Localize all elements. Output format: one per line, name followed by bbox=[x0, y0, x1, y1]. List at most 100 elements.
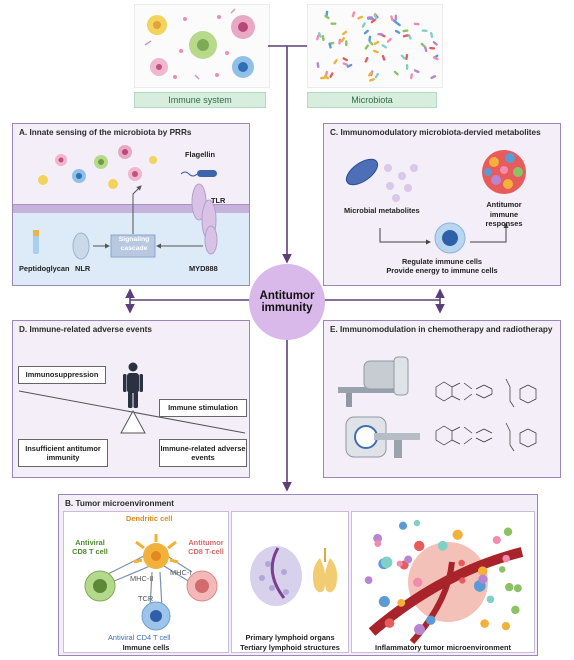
tme-cell-icon bbox=[404, 555, 413, 564]
tme-cell-icon bbox=[459, 577, 466, 584]
bacterium-icon bbox=[413, 69, 420, 74]
tme-cell-icon bbox=[396, 560, 403, 567]
tme-cell-icon bbox=[384, 618, 395, 628]
tme-cell-icon bbox=[412, 577, 423, 588]
bacterium-icon bbox=[420, 42, 426, 48]
bacterium-icon bbox=[357, 15, 363, 20]
tme-cell-icon bbox=[413, 519, 421, 527]
bacterium-icon bbox=[361, 22, 366, 28]
tme-cell-icon bbox=[374, 540, 382, 547]
bacterium-icon bbox=[393, 70, 399, 76]
bacterium-icon bbox=[367, 71, 373, 77]
dendritic-cell-icon bbox=[133, 534, 179, 569]
immune-cells-graphic bbox=[84, 534, 218, 631]
bacterium-icon bbox=[402, 34, 409, 38]
tme-cell-icon bbox=[502, 554, 510, 563]
panel-a: A. Innate sensing of the microbiota by P… bbox=[12, 123, 250, 286]
bacterium-icon bbox=[366, 16, 373, 19]
nlr-label: NLR bbox=[75, 264, 91, 273]
immune-system-illustration bbox=[134, 4, 270, 88]
bacterium-icon bbox=[432, 41, 438, 46]
microbiota-label: Microbiota bbox=[307, 92, 437, 108]
tme-cell-icon bbox=[437, 540, 448, 551]
bacterium-icon bbox=[373, 40, 380, 46]
panel-a-graphics bbox=[33, 145, 218, 260]
bacterium-icon bbox=[369, 78, 375, 82]
lymphoid-organs-graphic bbox=[250, 546, 338, 606]
panel-d-title: D. Immune-related adverse events bbox=[19, 325, 152, 334]
bacterium-icon bbox=[377, 32, 384, 36]
tme-cell-icon bbox=[511, 605, 520, 615]
tme-cell-icon bbox=[380, 556, 393, 569]
tme-cell-icon bbox=[458, 559, 465, 567]
bacterium-icon bbox=[372, 49, 379, 54]
bacterium-icon bbox=[429, 46, 436, 50]
mhc-i-label: MHC-I bbox=[170, 568, 192, 577]
antiviral-cd4-label: Antiviral CD4 T cell bbox=[108, 633, 171, 642]
bacterium-icon bbox=[421, 29, 428, 33]
bacterium-icon bbox=[394, 29, 401, 34]
primary-lymphoid-label: Primary lymphoid organs bbox=[245, 633, 335, 642]
antitumor-responses-label: Antitumor immune responses bbox=[485, 200, 523, 229]
bacterium-icon bbox=[342, 57, 348, 62]
panel-b-title: B. Tumor microenvironment bbox=[65, 499, 175, 508]
bacterium-icon bbox=[381, 44, 387, 49]
panel-a-title: A. Innate sensing of the microbiota by P… bbox=[19, 128, 192, 137]
irae-text: Immune-related adverse events bbox=[160, 443, 246, 462]
panel-b-sub3: Inflammatory tumor microenvironment bbox=[351, 511, 535, 653]
panel-e-title: E. Immunomodulation in chemotherapy and … bbox=[330, 325, 553, 334]
bacterium-icon bbox=[368, 40, 374, 46]
bacterium-icon bbox=[346, 63, 353, 68]
immunosuppression-box: Immunosuppression bbox=[18, 366, 106, 384]
insufficient-immunity-box: Insufficient antitumor immunity bbox=[18, 439, 108, 467]
tme-cell-icon bbox=[452, 529, 463, 540]
bacterium-icon bbox=[324, 74, 330, 80]
bacterium-icon bbox=[345, 40, 348, 47]
antiviral-cd8-label: Antiviral CD8 T cell bbox=[72, 538, 108, 557]
bacterium-icon bbox=[407, 34, 412, 40]
bacterium-icon bbox=[316, 34, 320, 41]
flagellin-label: Flagellin bbox=[185, 150, 215, 159]
panel-c: C. Immunomodulatory microbiota-dervied m… bbox=[323, 123, 561, 286]
ct-scanner-icon bbox=[345, 416, 420, 458]
bacterium-icon bbox=[342, 30, 348, 36]
tme-cell-icon bbox=[492, 535, 501, 545]
tcr-label: TCR bbox=[138, 594, 154, 603]
tme-cell-icon bbox=[414, 624, 425, 635]
insufficient-immunity-text: Insufficient antitumor immunity bbox=[25, 443, 101, 462]
immune-stimulation-box: Immune stimulation bbox=[159, 399, 247, 417]
panel-b-sub2: Primary lymphoid organs Tertiary lymphoi… bbox=[231, 511, 349, 653]
bacterium-icon bbox=[405, 54, 409, 60]
center-line1: Antitumor bbox=[259, 290, 315, 302]
bacterium-icon bbox=[333, 59, 338, 65]
oxaliplatin-structure-icon bbox=[435, 378, 537, 408]
tme-cell-icon bbox=[378, 596, 390, 608]
inflammatory-tme-label: Inflammatory tumor microenvironment bbox=[375, 643, 511, 652]
panel-c-title: C. Immunomodulatory microbiota-dervied m… bbox=[330, 128, 541, 137]
tme-cell-icon bbox=[364, 576, 373, 584]
immune-cells-label: Immune cells bbox=[122, 643, 170, 652]
bacterium-icon bbox=[424, 46, 428, 53]
tme-cell-icon bbox=[397, 598, 406, 607]
bacterium-icon bbox=[368, 35, 372, 42]
bacterium-icon bbox=[363, 29, 369, 35]
center-line2: immunity bbox=[261, 302, 313, 314]
bacterium-icon bbox=[351, 11, 356, 18]
bacterium-icon bbox=[430, 75, 437, 80]
bacterium-icon bbox=[400, 54, 406, 60]
bacterium-icon bbox=[381, 54, 386, 61]
tme-cell-icon bbox=[505, 582, 514, 592]
peptidoglycan-label: Peptidoglycan bbox=[19, 264, 70, 273]
radiotherapy-machine-icon bbox=[338, 356, 409, 407]
bacterium-icon bbox=[394, 14, 398, 21]
bacterium-icon bbox=[340, 37, 345, 43]
regulate-immune-label: Regulate immune cells bbox=[401, 257, 483, 266]
tme-cell-icon bbox=[478, 574, 488, 584]
panel-b: B. Tumor microenvironment Dendr bbox=[58, 494, 538, 656]
bacterium-icon bbox=[370, 18, 376, 24]
provide-energy-label: Provide energy to immune cells bbox=[386, 266, 498, 275]
signaling-cascade-label: Signaling cascade bbox=[118, 236, 150, 252]
bacterium-icon bbox=[324, 14, 330, 20]
immune-cells-icon bbox=[144, 8, 255, 80]
